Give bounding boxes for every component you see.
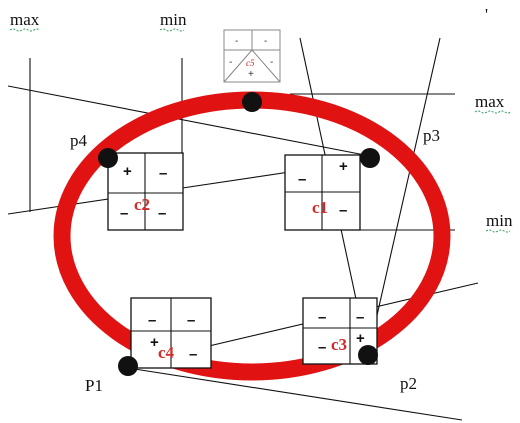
cell-c4-sign: – xyxy=(187,312,195,329)
cell-c4-label: c4 xyxy=(158,343,175,362)
label-max-top-left: max xyxy=(10,10,40,29)
cell-c1-sign: – xyxy=(339,202,347,219)
cell-c3-sign: + xyxy=(356,330,365,347)
cell-c3-sign: – xyxy=(318,339,326,356)
cell-c2-sign: – xyxy=(159,165,167,182)
spellcheck-underline xyxy=(474,110,512,114)
cell-c3-sign: – xyxy=(356,309,364,326)
tick-mark: ' xyxy=(485,5,488,24)
cell-c1: + – – c1 xyxy=(284,154,361,231)
spellcheck-underline xyxy=(9,28,41,32)
cell-c2-sign: – xyxy=(158,205,166,222)
spellcheck-underline xyxy=(485,229,511,233)
cell-c2-sign: – xyxy=(120,205,128,222)
label-p4: p4 xyxy=(70,131,88,150)
cell-c4-sign: – xyxy=(189,346,197,363)
cell-c3-label: c3 xyxy=(331,335,347,354)
cell-c5-sign: - xyxy=(270,57,273,68)
label-p3: p3 xyxy=(423,126,440,145)
line-left-to-p3 xyxy=(7,85,371,157)
point-p1 xyxy=(118,356,138,376)
cell-c2-sign: + xyxy=(123,163,132,180)
cell-c1-label: c1 xyxy=(312,198,328,217)
cell-c4: – – + – c4 xyxy=(130,297,212,369)
label-max-right: max xyxy=(475,92,505,111)
label-min-right: min xyxy=(486,211,513,230)
label-p1: P1 xyxy=(85,376,103,395)
cell-c5-sign: + xyxy=(248,69,254,80)
cell-c5: - - - - + c5 xyxy=(223,29,281,83)
cell-c4-sign: + xyxy=(150,334,159,351)
spellcheck-underline xyxy=(159,28,185,32)
point-p2 xyxy=(358,345,378,365)
red-ring xyxy=(53,91,451,381)
cell-c1-sign: – xyxy=(298,171,306,188)
label-p2: p2 xyxy=(400,374,417,393)
cell-c5-label: c5 xyxy=(246,58,255,68)
label-min-top: min xyxy=(160,10,187,29)
line-top-to-p2-b xyxy=(367,37,441,356)
point-p3 xyxy=(360,148,380,168)
line-p1-to-bottom-right xyxy=(127,367,463,421)
cell-c5-sign: - xyxy=(264,36,267,47)
cell-c1-sign: + xyxy=(339,158,348,175)
cell-c5-sign: - xyxy=(235,36,238,47)
point-p4 xyxy=(98,148,118,168)
cell-c2-label: c2 xyxy=(134,195,150,214)
cell-c2: + – – – c2 xyxy=(107,152,184,231)
point-top xyxy=(242,92,262,112)
cell-c4-sign: – xyxy=(148,312,156,329)
cell-c5-sign: - xyxy=(229,57,232,68)
cell-c3-sign: – xyxy=(318,309,326,326)
